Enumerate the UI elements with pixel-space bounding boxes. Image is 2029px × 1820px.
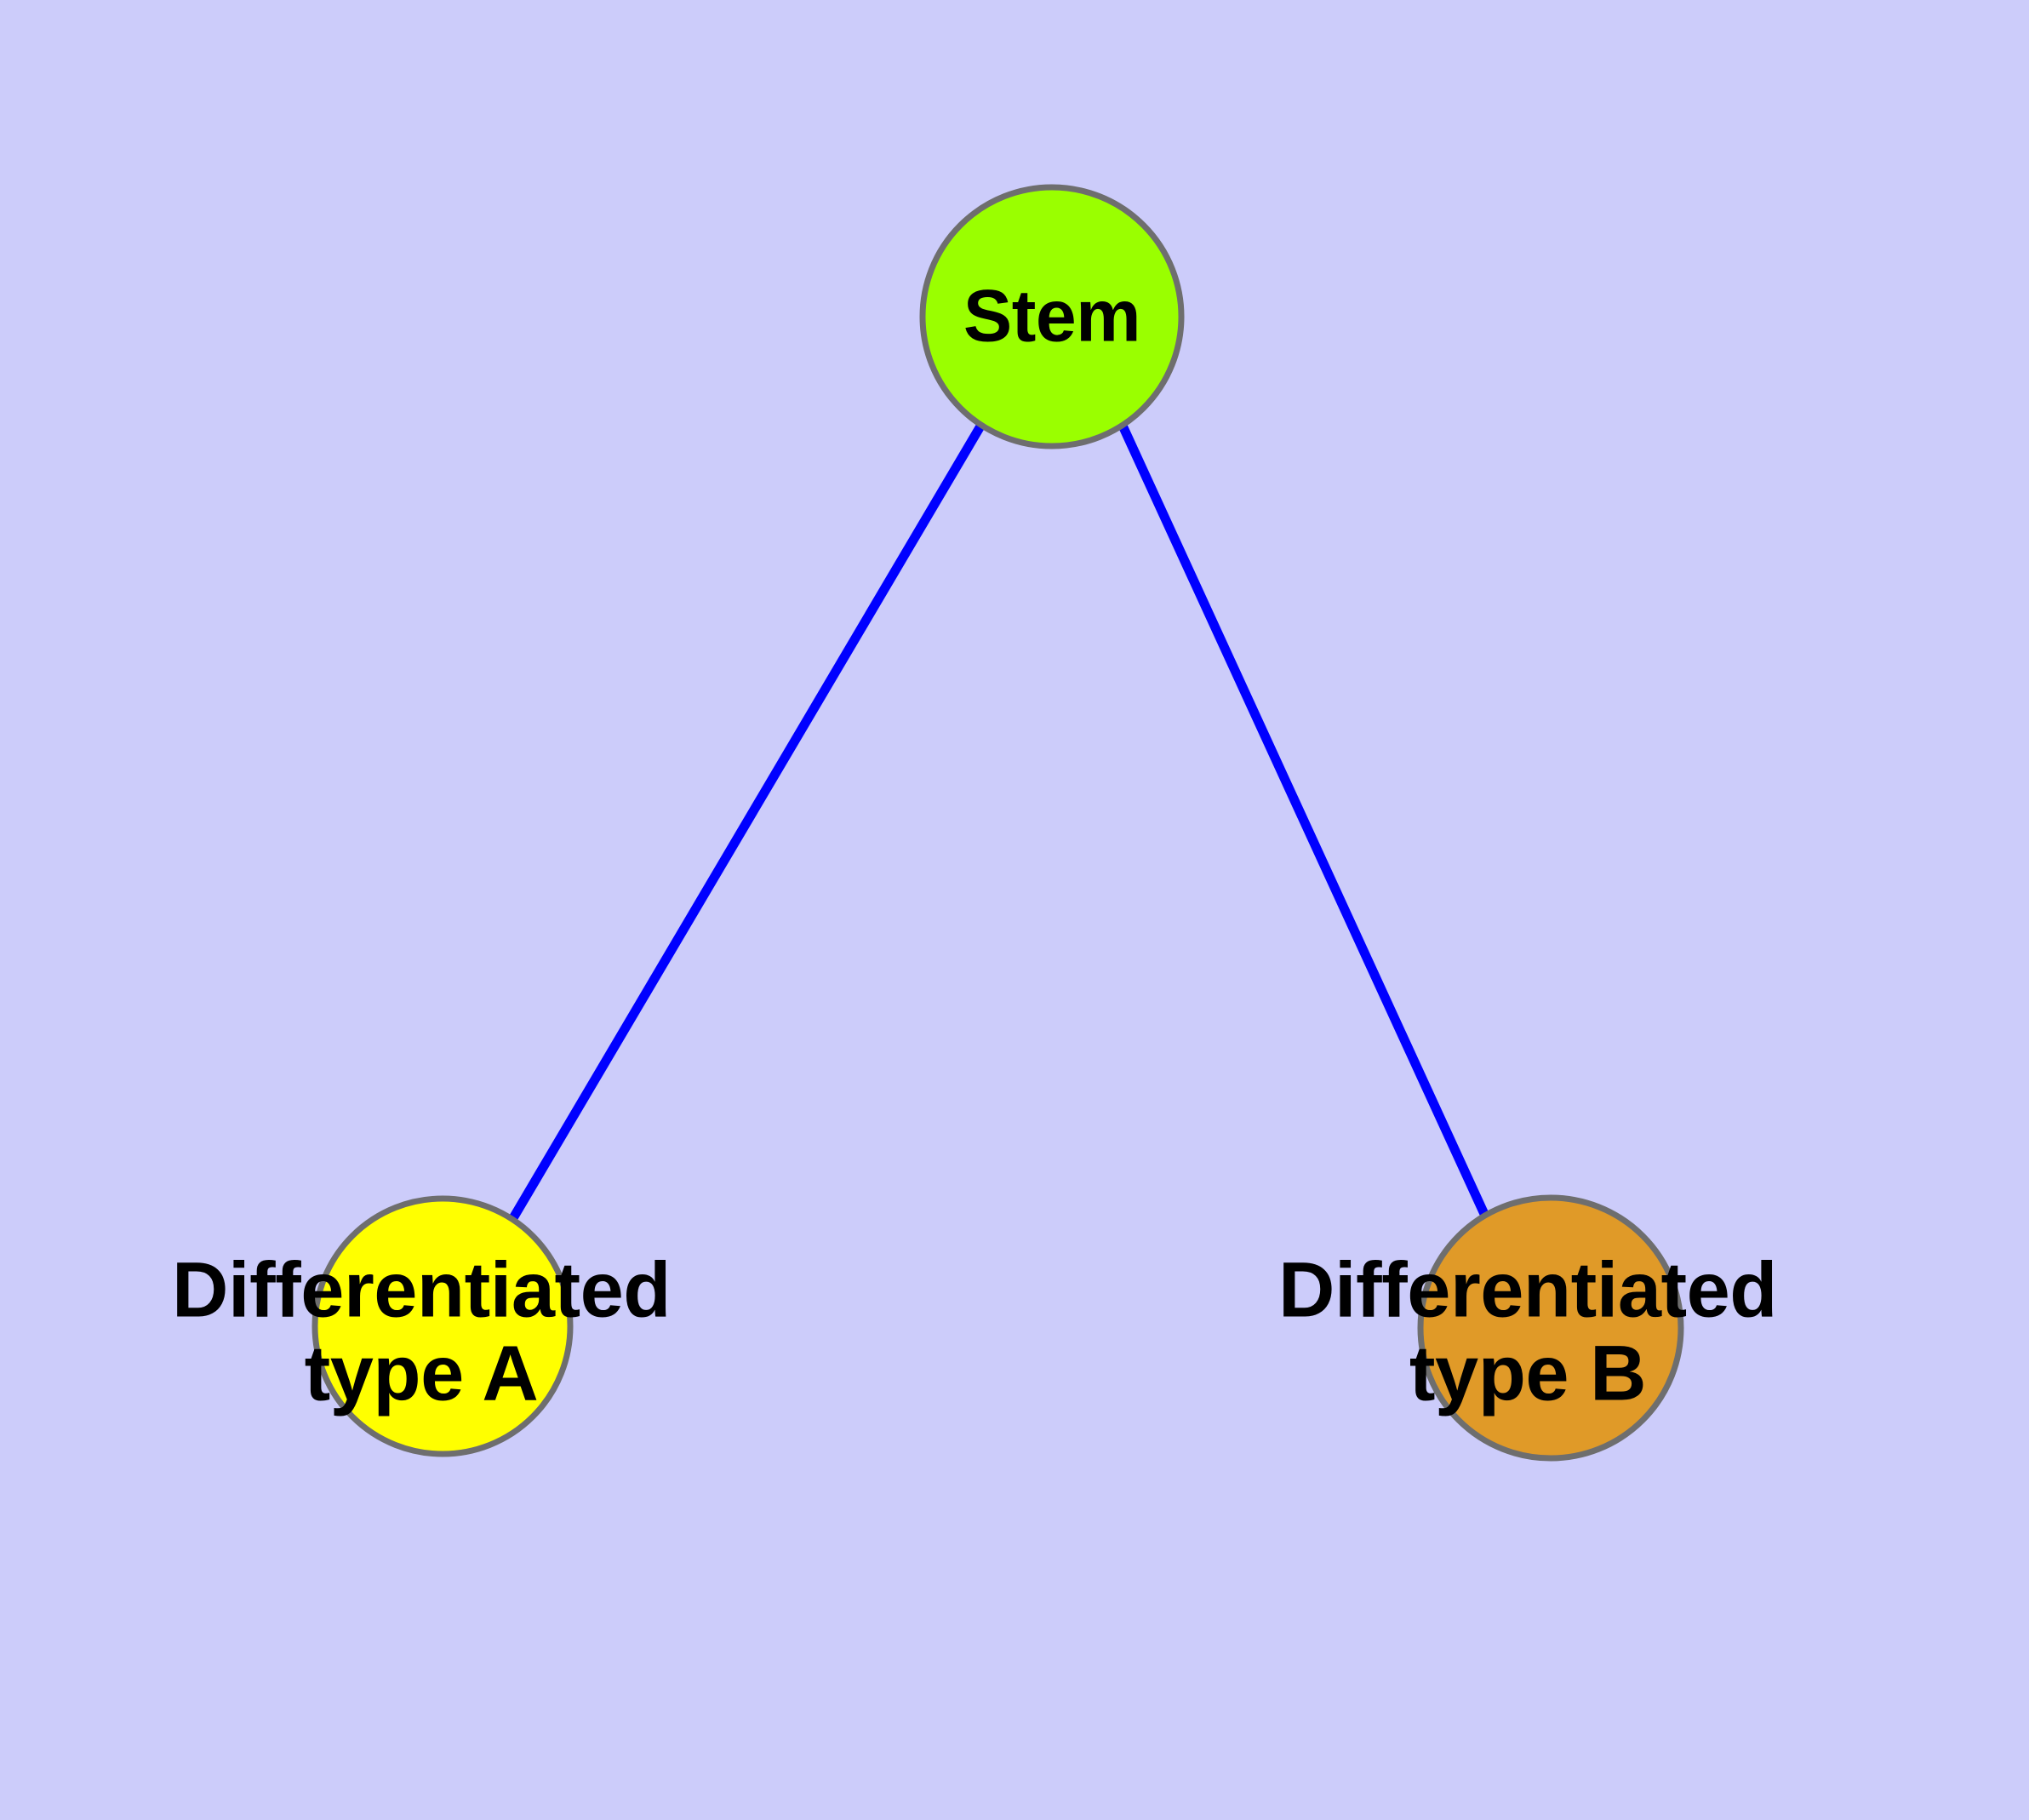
node-differentiated-type-b[interactable] (1417, 1194, 1684, 1462)
edges-group (506, 422, 1493, 1226)
nodes-group (311, 184, 1684, 1462)
edge-stem-to-differentiated-type-a[interactable] (506, 422, 986, 1225)
node-differentiated-type-a[interactable] (311, 1195, 574, 1457)
node-stem[interactable] (919, 184, 1185, 449)
edge-stem-to-differentiated-type-b[interactable] (1118, 423, 1493, 1226)
